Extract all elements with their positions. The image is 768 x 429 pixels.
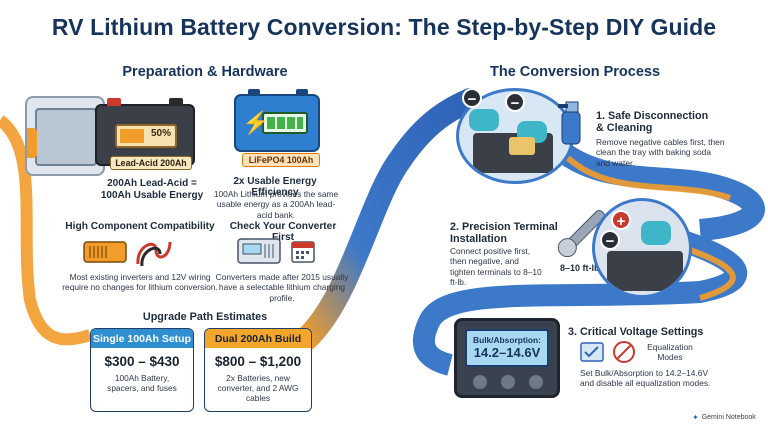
- step3-text: Set Bulk/Absorption to 14.2–14.6V and di…: [580, 368, 711, 389]
- upgrade-card-single-text: 100Ah Battery, spacers, and fuses: [107, 373, 177, 394]
- step3-title: 3. Critical Voltage Settings: [568, 326, 704, 338]
- checkbox-icon: [580, 342, 604, 362]
- upgrade-card-dual-title: Dual 200Ah Build: [205, 329, 311, 348]
- battery-gauge-label: 50%: [150, 128, 171, 139]
- display-value: 14.2–14.6V: [473, 345, 541, 360]
- inverter-icon: [82, 238, 128, 266]
- upgrade-card-single-price: $300 – $430: [104, 354, 180, 369]
- converter-icon: [236, 236, 282, 266]
- step2-text: Connect positive first, then negative, a…: [450, 246, 542, 288]
- upgrade-card-dual: Dual 200Ah Build $800 – $1,200 2x Batter…: [204, 328, 312, 412]
- lifepo4-label: LiFePO4 100Ah: [242, 153, 320, 167]
- caption-efficiency-text: 100Ah Lithium provides the same usable e…: [213, 189, 339, 220]
- section-heading-preparation: Preparation & Hardware: [122, 64, 288, 80]
- step1-illustration: [456, 88, 574, 184]
- charger-display-device: Bulk/Absorption: 14.2–14.6V: [454, 318, 560, 398]
- compat-title: High Component Compatibility: [65, 221, 215, 232]
- lead-acid-battery-icon: 50%: [95, 98, 195, 166]
- upgrade-card-single-title: Single 100Ah Setup: [91, 329, 193, 348]
- torque-label: 8–10 ft-lb: [560, 263, 600, 273]
- rv-compartment-illustration: [25, 96, 105, 176]
- positive-terminal-badge: +: [611, 210, 631, 230]
- negative-terminal-badge: −: [462, 88, 482, 108]
- brand-logo-icon: ✦: [692, 413, 699, 422]
- calendar-icon: [290, 238, 316, 264]
- step1-text: Remove negative cables first, then clean…: [596, 137, 725, 168]
- upgrade-card-dual-text: 2x Batteries, new converter, and 2 AWG c…: [217, 373, 299, 404]
- display-label: Bulk/Absorption:: [473, 335, 541, 345]
- upgrade-title: Upgrade Path Estimates: [142, 311, 268, 323]
- caption-lead-acid-equivalence: 200Ah Lead-Acid = 100Ah Usable Energy: [100, 178, 204, 201]
- step2-title: 2. Precision Terminal Installation: [450, 221, 558, 245]
- negative-terminal-badge-3: −: [600, 230, 620, 250]
- torque-wrench-icon: [550, 200, 620, 260]
- equalization-label: Equalization Modes: [647, 342, 693, 362]
- page-title: RV Lithium Battery Conversion: The Step-…: [51, 14, 717, 40]
- no-equalization-icon: [612, 340, 636, 364]
- caption-efficiency-title: 2x Usable Energy Efficiency: [233, 176, 317, 198]
- lead-acid-label: Lead-Acid 200Ah: [110, 156, 192, 170]
- compat-text: Most existing inverters and 12V wiring r…: [62, 272, 218, 293]
- converter-text: Converters made after 2015 usually have …: [215, 272, 349, 303]
- lifepo4-battery-icon: ⚡: [234, 89, 320, 152]
- section-heading-process: The Conversion Process: [489, 64, 661, 80]
- spray-bottle-icon: [556, 96, 584, 146]
- brand-footer: ✦ Gemini Notebook: [692, 413, 756, 422]
- brand-label: Gemini Notebook: [701, 414, 756, 421]
- upgrade-card-single: Single 100Ah Setup $300 – $430 100Ah Bat…: [90, 328, 194, 412]
- cables-icon: [134, 236, 174, 268]
- step1-title: 1. Safe Disconnection & Cleaning: [596, 110, 709, 134]
- upgrade-card-dual-price: $800 – $1,200: [214, 354, 302, 369]
- negative-terminal-badge-2: −: [505, 92, 525, 112]
- converter-title: Check Your Converter First: [229, 221, 337, 243]
